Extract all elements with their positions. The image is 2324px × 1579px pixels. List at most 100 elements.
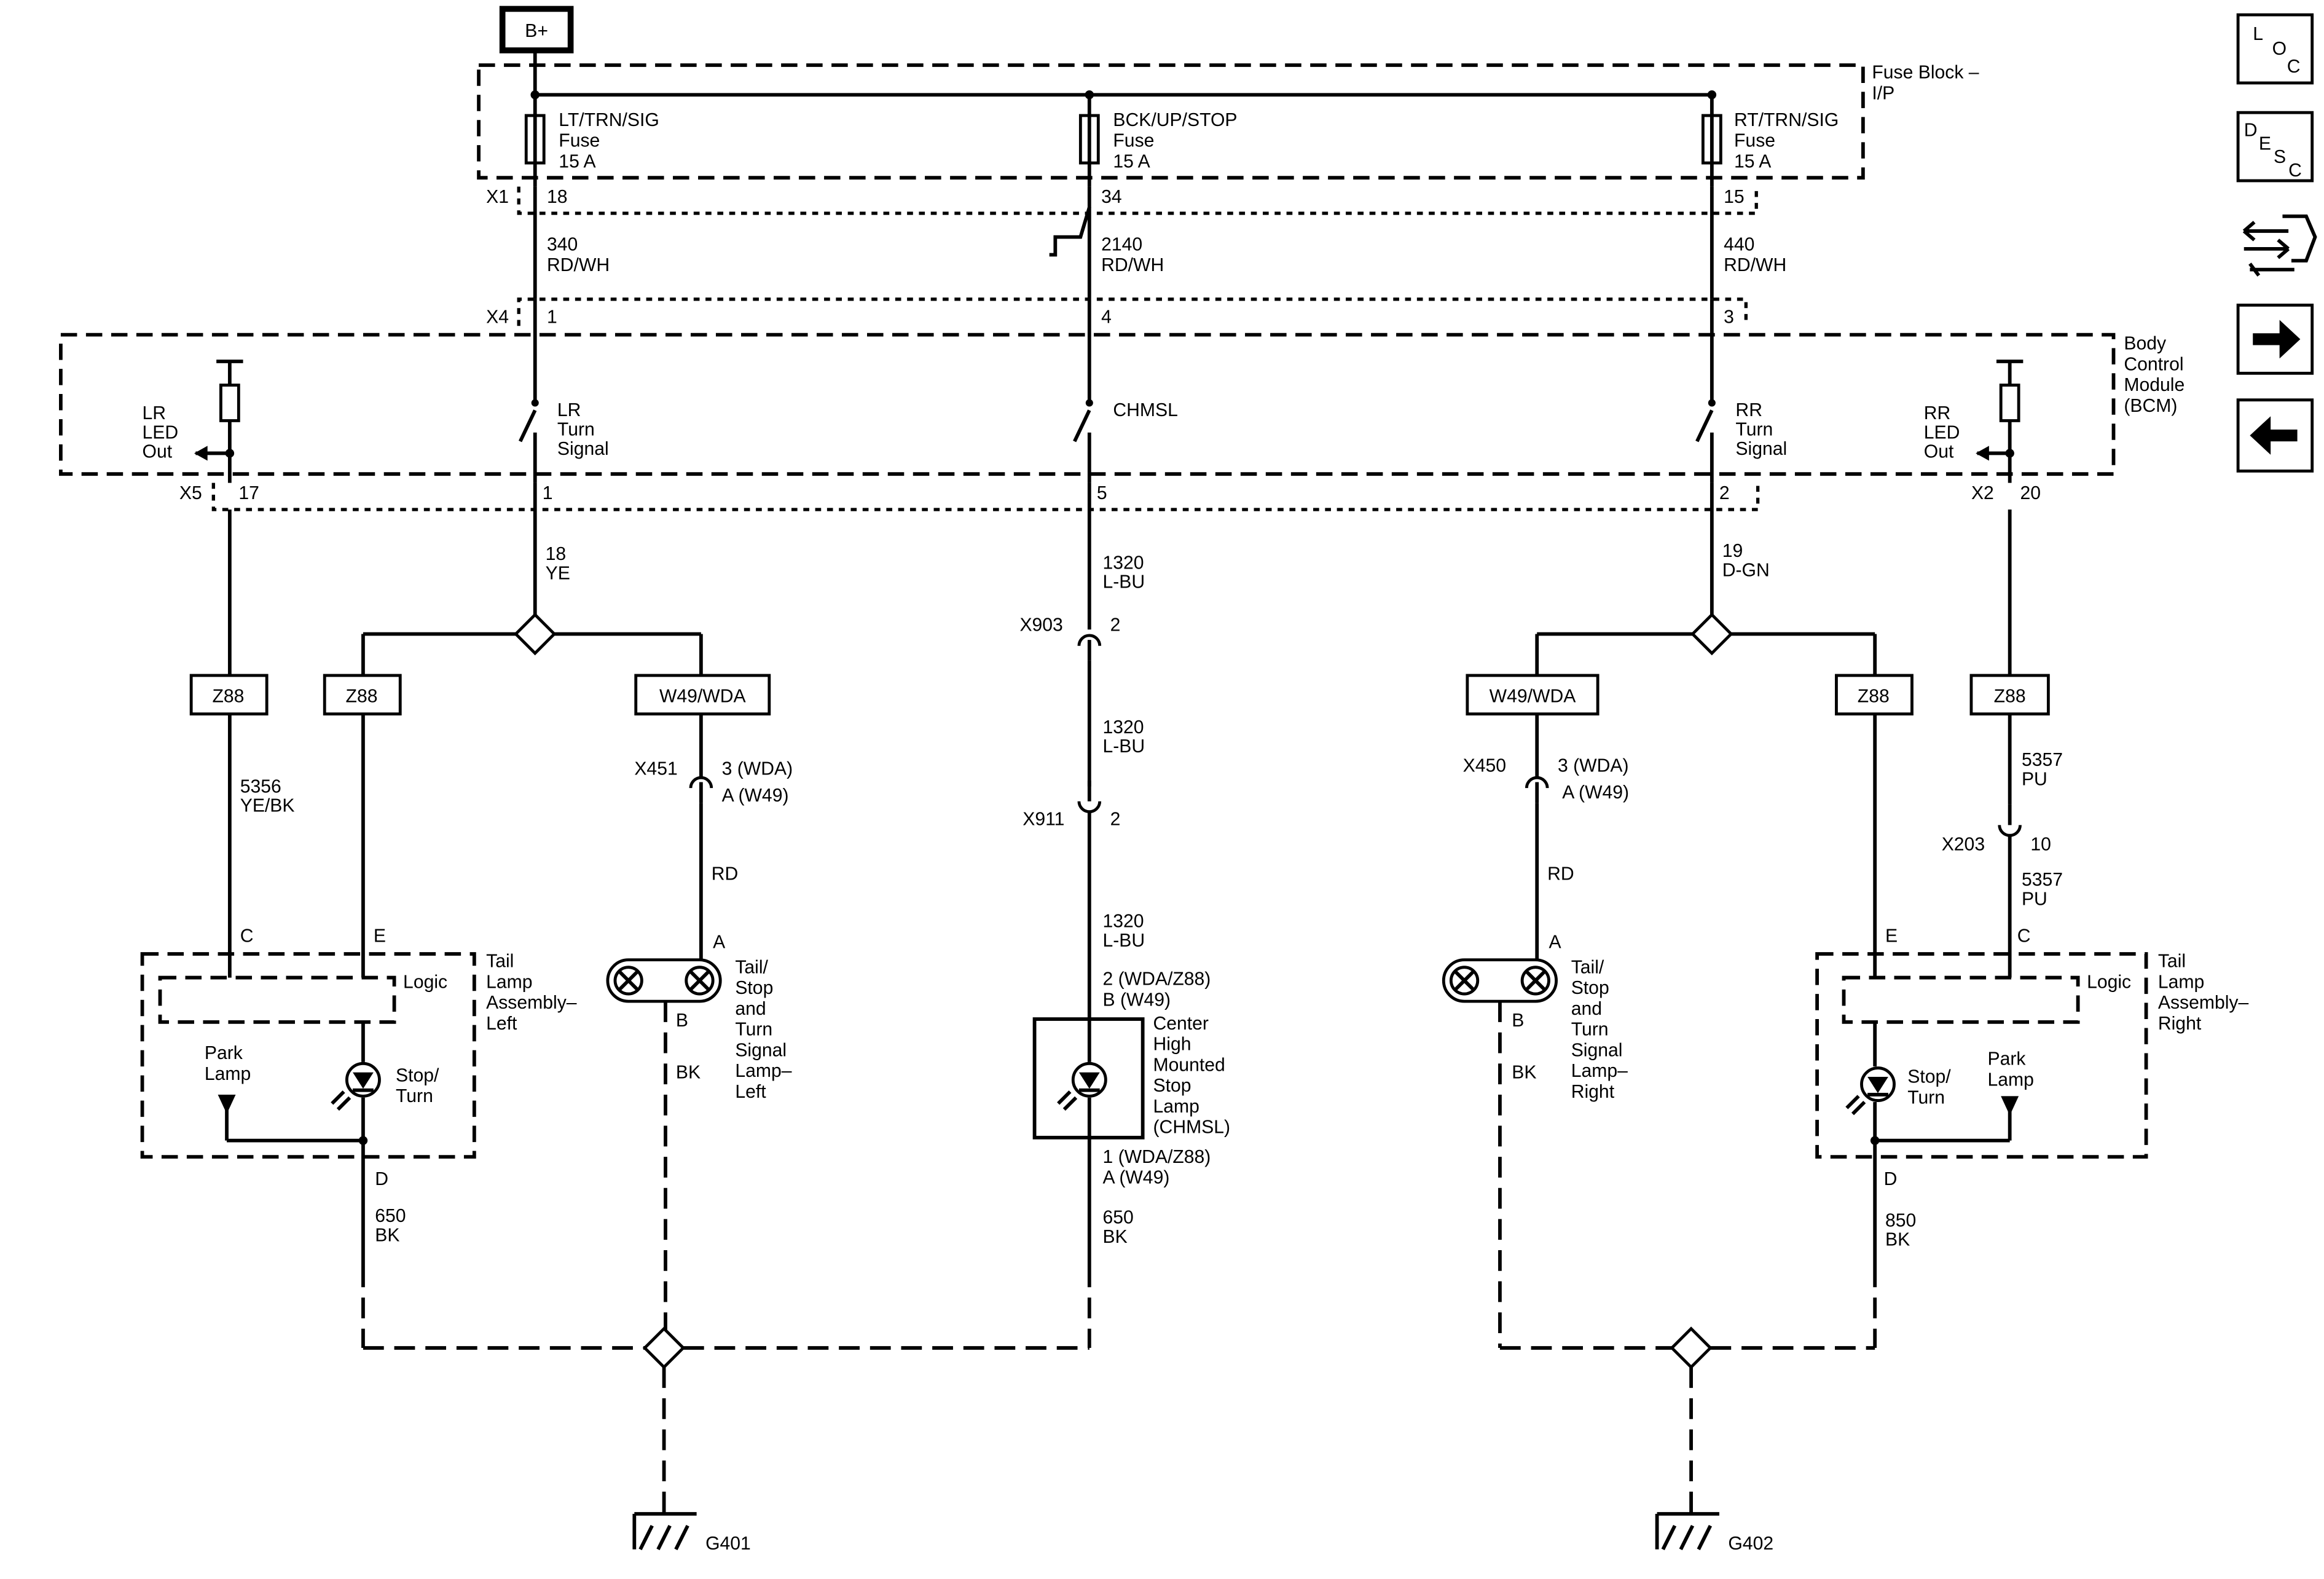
- svg-text:3 (WDA): 3 (WDA): [1558, 756, 1629, 776]
- svg-text:X911: X911: [1023, 809, 1064, 829]
- svg-text:RR Turn Signal: RR Turn Signal: [1735, 400, 1787, 459]
- svg-text:X1: X1: [486, 187, 509, 207]
- previous-page-button[interactable]: [2236, 398, 2314, 473]
- svg-text:2: 2: [1719, 483, 1730, 503]
- option-z88-rr-led: Z88: [1969, 510, 2050, 805]
- svg-text:O: O: [2272, 39, 2287, 59]
- svg-text:RT/TRN/SIG Fuse 15: RT/TRN/SIG Fuse 15 A: [1734, 110, 1844, 171]
- svg-text:C: C: [240, 926, 254, 947]
- svg-text:CHMSL: CHMSL: [1113, 400, 1177, 420]
- svg-text:Z88: Z88: [1994, 686, 2026, 706]
- loc-button[interactable]: L O C: [2236, 13, 2314, 85]
- svg-text:1320 L-BU: 1320 L-BU: [1103, 553, 1149, 592]
- svg-text:5357 PU: 5357 PU: [2022, 870, 2068, 909]
- svg-text:W49/WDA: W49/WDA: [1490, 686, 1577, 706]
- svg-text:Logic: Logic: [403, 972, 447, 992]
- switch-rr-turn-signal: RR Turn Signal: [1695, 299, 1787, 483]
- svg-text:4: 4: [1101, 307, 1112, 327]
- wire-340-label: 340 RD/WH: [547, 234, 610, 275]
- svg-text:3 (WDA): 3 (WDA): [722, 758, 793, 779]
- wire-bk-right: BK: [1512, 1062, 1536, 1082]
- lr-led-out-driver: LR LED Out: [143, 360, 243, 483]
- svg-text:C: C: [2288, 160, 2302, 181]
- wire-bk-left: BK: [676, 1062, 701, 1082]
- bcm-label: Body Control Module (BCM): [2124, 334, 2189, 416]
- svg-text:1320 L-BU: 1320 L-BU: [1103, 912, 1149, 951]
- wire-18-label: 18 YE: [546, 544, 571, 583]
- splice-right-signal: [1690, 612, 1733, 656]
- svg-text:E: E: [2259, 133, 2271, 154]
- ground-g401: G401: [632, 1512, 751, 1554]
- tail-lamp-assembly-left: Logic C E Tail Lamp Assembly– Left Park …: [140, 926, 577, 1189]
- svg-text:X5: X5: [179, 483, 202, 503]
- connector-x911: X911 2: [1023, 781, 1120, 829]
- tail-stop-turn-lamp-right: Tail/ Stop and Turn Signal Lamp– Right: [1442, 957, 1633, 1102]
- b-plus-label: B+: [525, 21, 548, 41]
- svg-text:Tail/ Stop and: Tail/ Stop and Turn Signal Lamp– Left: [735, 957, 797, 1101]
- splice-ground-right: [1670, 1326, 1713, 1369]
- connector-x903: X903 2: [1019, 615, 1120, 661]
- bcm-outline: [58, 333, 2116, 476]
- wire-rd-right: RD: [1547, 864, 1574, 884]
- svg-text:LT/TRN/SIG Fuse 15: LT/TRN/SIG Fuse 15 A: [559, 110, 664, 171]
- svg-text:S: S: [2274, 147, 2286, 167]
- svg-text:B: B: [1512, 1010, 1524, 1031]
- svg-text:Tail/ Stop and: Tail/ Stop and Turn Signal Lamp– Right: [1571, 957, 1633, 1101]
- next-page-button[interactable]: [2236, 304, 2314, 375]
- svg-text:RR LED Out: RR LED Out: [1924, 403, 1965, 462]
- svg-text:Logic: Logic: [2087, 972, 2131, 992]
- wire-2140-label: 2140 RD/WH: [1101, 234, 1164, 275]
- switch-chmsl: CHMSL: [1073, 299, 1178, 483]
- svg-text:X4: X4: [486, 307, 509, 327]
- svg-text:Center High Mounte: Center High Mounted Stop Lamp (CHMSL): [1153, 1014, 1231, 1138]
- svg-text:2: 2: [1110, 615, 1121, 636]
- svg-text:17: 17: [238, 483, 259, 503]
- svg-text:1 (WDA/Z88) A (W49): 1 (WDA/Z88) A (W49): [1103, 1147, 1216, 1188]
- svg-text:1: 1: [547, 307, 557, 327]
- svg-text:E: E: [1885, 926, 1898, 947]
- connector-x450: X450 3 (WDA) A (W49): [1463, 756, 1629, 963]
- connector-x4: X4 1 4 3: [486, 297, 1748, 327]
- svg-text:15: 15: [1724, 187, 1745, 207]
- connector-x5: X5 17 1 5 2: [179, 482, 1760, 511]
- svg-text:Stop/ Turn: Stop/ Turn: [1907, 1067, 1956, 1108]
- svg-text:X903: X903: [1019, 615, 1062, 636]
- arrow-right-icon: [2253, 320, 2301, 359]
- svg-text:34: 34: [1101, 187, 1122, 207]
- wire-5356-label: 5356 YE/BK: [240, 776, 295, 816]
- svg-text:3: 3: [1724, 307, 1734, 327]
- svg-text:LR Turn Signal: LR Turn Signal: [557, 400, 609, 459]
- option-z88-lr-turn: Z88: [323, 674, 402, 978]
- wire-650-left-label: 650 BK: [375, 1206, 411, 1245]
- svg-text:Park Lamp: Park Lamp: [1987, 1049, 2033, 1090]
- fuse-block-outline: [477, 63, 1865, 180]
- connector-x2: X2 20: [1971, 483, 2041, 503]
- tail-lamp-assembly-right: Logic E C Tail Lamp Assembly– Right Stop…: [1815, 926, 2254, 1189]
- splice-left-signal: [513, 612, 557, 656]
- option-w49-wda-right: W49/WDA: [1466, 674, 1600, 778]
- svg-text:5357 PU: 5357 PU: [2022, 750, 2068, 789]
- desc-button[interactable]: D E S C: [2236, 111, 2314, 183]
- fuse-block-label: Fuse Block – I/P: [1872, 63, 1984, 104]
- svg-text:D: D: [375, 1169, 388, 1189]
- connector-end-view-button[interactable]: [2238, 207, 2317, 279]
- arrow-left-icon: [2250, 416, 2298, 455]
- svg-text:650 BK: 650 BK: [1103, 1208, 1139, 1247]
- svg-text:X451: X451: [634, 758, 677, 779]
- rt-trn-sig-fuse: RT/TRN/SIG Fuse 15 A: [1701, 95, 1844, 187]
- svg-text:10: 10: [2030, 834, 2051, 854]
- svg-text:Stop/ Turn: Stop/ Turn: [396, 1065, 444, 1106]
- svg-text:Tail Lamp Assembly: Tail Lamp Assembly– Right: [2158, 951, 2254, 1034]
- wire-440-label: 440 RD/WH: [1724, 234, 1786, 275]
- ground-g402: G402: [1655, 1512, 1773, 1554]
- svg-text:A: A: [1549, 932, 1562, 952]
- svg-text:BCK/UP/STOP Fuse 1: BCK/UP/STOP Fuse 15 A: [1113, 110, 1242, 171]
- svg-text:2: 2: [1110, 809, 1121, 829]
- svg-text:Z88: Z88: [346, 686, 378, 706]
- svg-text:19 D-GN: 19 D-GN: [1722, 541, 1770, 580]
- bck-up-stop-fuse: BCK/UP/STOP Fuse 15 A: [1078, 95, 1242, 187]
- svg-text:X2: X2: [1971, 483, 1994, 503]
- svg-text:D: D: [1884, 1169, 1898, 1189]
- svg-text:18: 18: [547, 187, 568, 207]
